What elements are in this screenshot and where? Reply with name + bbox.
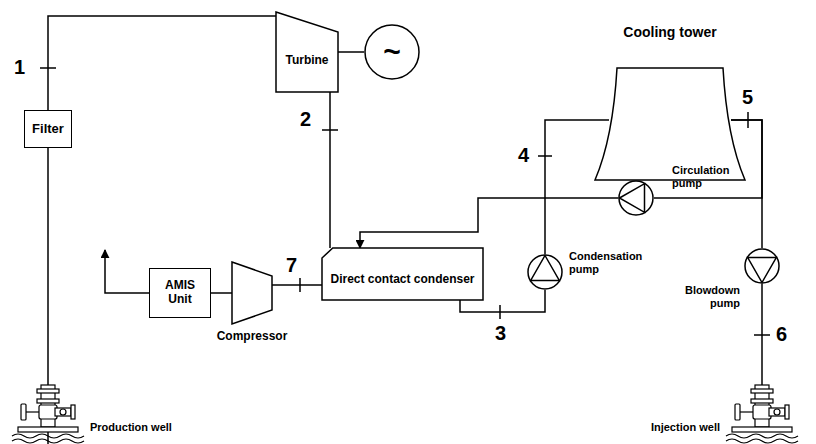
pipe-connector [360, 198, 618, 248]
cooling-tower-shape [595, 68, 745, 180]
node-label: Condensation pump [569, 250, 655, 275]
node-label: Turbine [285, 54, 328, 68]
cooling-tower: Cooling tower [595, 68, 745, 180]
callout-number: 3 [495, 322, 506, 344]
generator-symbol: ~ [364, 24, 420, 80]
compressor-shape [232, 262, 272, 324]
node-label: Compressor [207, 330, 297, 344]
pipe-connector [272, 284, 322, 286]
pipe-connector [731, 120, 762, 248]
filter-box: Filter [24, 110, 72, 148]
callout-number: 2 [300, 108, 311, 130]
production-well: Production well [10, 385, 86, 444]
callout-number: 1 [14, 56, 25, 78]
compressor: Compressor [232, 262, 272, 324]
node-label: Cooling tower [585, 24, 755, 40]
amis-unit-box: AMIS Unit [149, 268, 211, 318]
node-label: ~ [383, 35, 401, 70]
node-label: AMIS Unit [156, 279, 204, 307]
pipe-connector [329, 92, 331, 248]
node-label: Direct contact condenser [330, 273, 474, 287]
injection-well: Injection well [724, 385, 800, 444]
node-label: Filter [32, 122, 64, 137]
turbine-shape [276, 12, 338, 92]
node-label: Circulation pump [672, 164, 754, 189]
pipe-connector [545, 120, 609, 254]
condensation-pump: Condensation pump [527, 254, 563, 290]
pump-symbol [618, 180, 654, 216]
pump-symbol [527, 254, 563, 290]
direct-contact-condenser: Direct contact condenser [322, 248, 483, 300]
blowdown-pump: Blowdown pump [744, 248, 780, 284]
pipe-connector [211, 292, 232, 294]
node-label: Injection well [620, 421, 720, 434]
pipe-connector [761, 284, 763, 385]
node-label: Blowdown pump [672, 284, 740, 309]
callout-number: 5 [742, 86, 753, 108]
well-drawing [10, 385, 86, 444]
turbine: Turbine [276, 12, 338, 92]
node-label: Production well [90, 421, 210, 434]
pipe-connector [48, 16, 276, 110]
circulation-pump: Circulation pump [618, 180, 654, 216]
pipe-connector [338, 51, 364, 53]
pump-symbol [744, 248, 780, 284]
callout-number: 7 [286, 254, 297, 276]
well-drawing [724, 385, 800, 444]
callout-number: 6 [776, 323, 787, 345]
callout-number: 4 [518, 144, 529, 166]
gas-outlet-arrow [105, 250, 150, 293]
